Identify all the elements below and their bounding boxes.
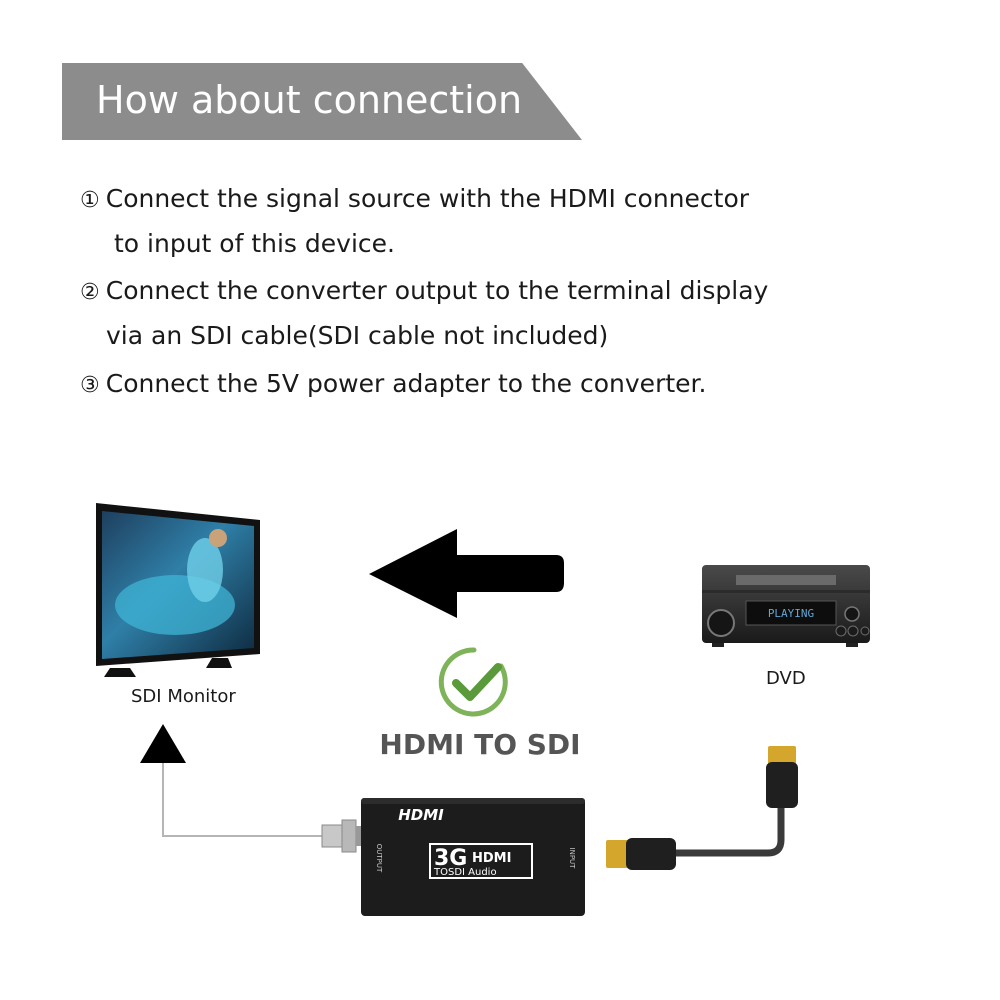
converter-model-3g: 3G xyxy=(434,846,467,871)
sdi-monitor-icon xyxy=(96,503,260,677)
header-banner xyxy=(62,63,582,140)
converter-input-port-label: INPUT xyxy=(568,848,576,870)
hdmi-cable-icon xyxy=(606,746,798,870)
converter-model-sub: TOSDI Audio xyxy=(433,867,497,878)
dvd-player-icon: PLAYING xyxy=(702,565,870,647)
sdi-cable-line xyxy=(162,763,326,837)
step-1-line-2: to input of this device. xyxy=(114,229,395,258)
dvd-display-text: PLAYING xyxy=(768,607,814,620)
converter-output-port-label: OUTPUT xyxy=(375,844,383,873)
converter-box: HDMI 3G HDMI TOSDI Audio OUTPUT INPUT xyxy=(361,798,585,916)
hdmi-to-sdi-label: HDMI TO SDI xyxy=(379,728,581,761)
sdi-monitor-label: SDI Monitor xyxy=(131,686,236,707)
bnc-connector-icon xyxy=(321,819,362,853)
step-2-line-2: via an SDI cable(SDI cable not included) xyxy=(106,321,609,350)
flow-arrow-left-icon xyxy=(369,529,564,618)
dvd-label: DVD xyxy=(766,668,806,689)
up-arrow-icon xyxy=(140,724,186,763)
page-title: How about connection xyxy=(96,78,523,122)
converter-brand-logo: HDMI xyxy=(398,806,444,824)
check-mark-icon xyxy=(438,647,508,717)
converter-model-hdmi: HDMI xyxy=(472,851,511,866)
